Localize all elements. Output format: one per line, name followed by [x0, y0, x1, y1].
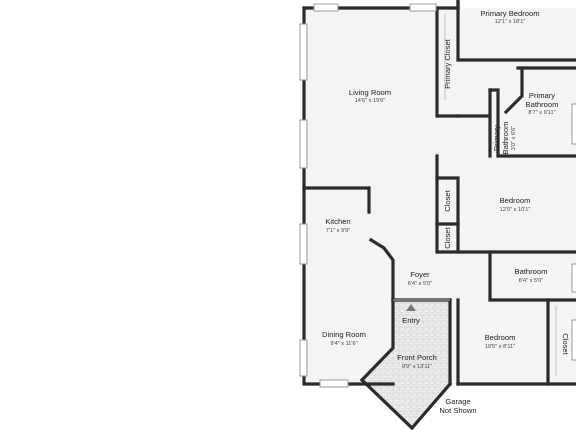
- porch-floor: [362, 300, 450, 428]
- room-name-bathroom: Bathroom: [515, 267, 548, 276]
- room-name-primary-bathroom-2nd-line: Bathroom: [526, 100, 559, 109]
- room-name-bedroom-2: Bedroom: [485, 333, 516, 342]
- room-name-living: Living Room: [349, 88, 391, 97]
- room-labels: Living Room 14'6" x 19'6" Primary Bedroo…: [322, 9, 570, 415]
- room-name-primary-bedroom: Primary Bedroom: [480, 9, 539, 18]
- room-name-closet-2: Closet: [443, 226, 452, 248]
- room-name-closet-3: Closet: [561, 333, 570, 355]
- room-name-closet-1: Closet: [443, 189, 452, 211]
- floor-fill: [304, 8, 576, 428]
- room-name-primary-bathroom: Primary: [529, 91, 555, 100]
- room-name-front-porch: Front Porch: [397, 353, 437, 362]
- thin-lines: [393, 14, 557, 376]
- note-garage-2nd-line: Not Shown: [439, 406, 476, 415]
- room-name-foyer: Foyer: [410, 270, 430, 279]
- room-name-primary-closet: Primary Closet: [443, 38, 452, 89]
- note-garage: Garage: [445, 397, 470, 406]
- room-dims-front-porch: 9'9" x 13'11": [402, 364, 432, 370]
- room-dims-foyer: 6'4" x 5'0": [408, 281, 432, 287]
- room-dims-bedroom-2: 10'5" x 8'11": [485, 344, 515, 350]
- room-name-bedroom-1: Bedroom: [500, 196, 531, 205]
- room-dims-kitchen: 7'1" x 9'9": [326, 228, 350, 234]
- room-name-dining: Dining Room: [322, 330, 366, 339]
- room-dims-bedroom-1: 12'0" x 10'1": [500, 207, 531, 213]
- room-name-primary-bathroom-small-2nd-line: Bathroom: [501, 122, 510, 155]
- room-name-entry: Entry: [402, 316, 420, 325]
- room-dims-bathroom: 8'4" x 5'0": [519, 278, 543, 284]
- entry-arrow-icon: [406, 304, 416, 311]
- room-dims-primary-bathroom: 8'7" x 9'11": [528, 110, 555, 116]
- windows: [299, 3, 576, 388]
- room-dims-primary-bathroom-small: 3'0" x 6'6": [511, 126, 517, 150]
- room-name-kitchen: Kitchen: [325, 217, 350, 226]
- room-dims-living: 14'6" x 19'6": [355, 98, 386, 104]
- room-dims-dining: 9'4" x 11'6": [330, 341, 357, 347]
- room-label-primary-bathroom-small: Primary Bathroom 3'0" x 6'6": [492, 122, 517, 155]
- room-name-primary-bathroom-small: Primary: [492, 125, 501, 151]
- room-dims-primary-bedroom: 12'1" x 18'1": [495, 19, 526, 25]
